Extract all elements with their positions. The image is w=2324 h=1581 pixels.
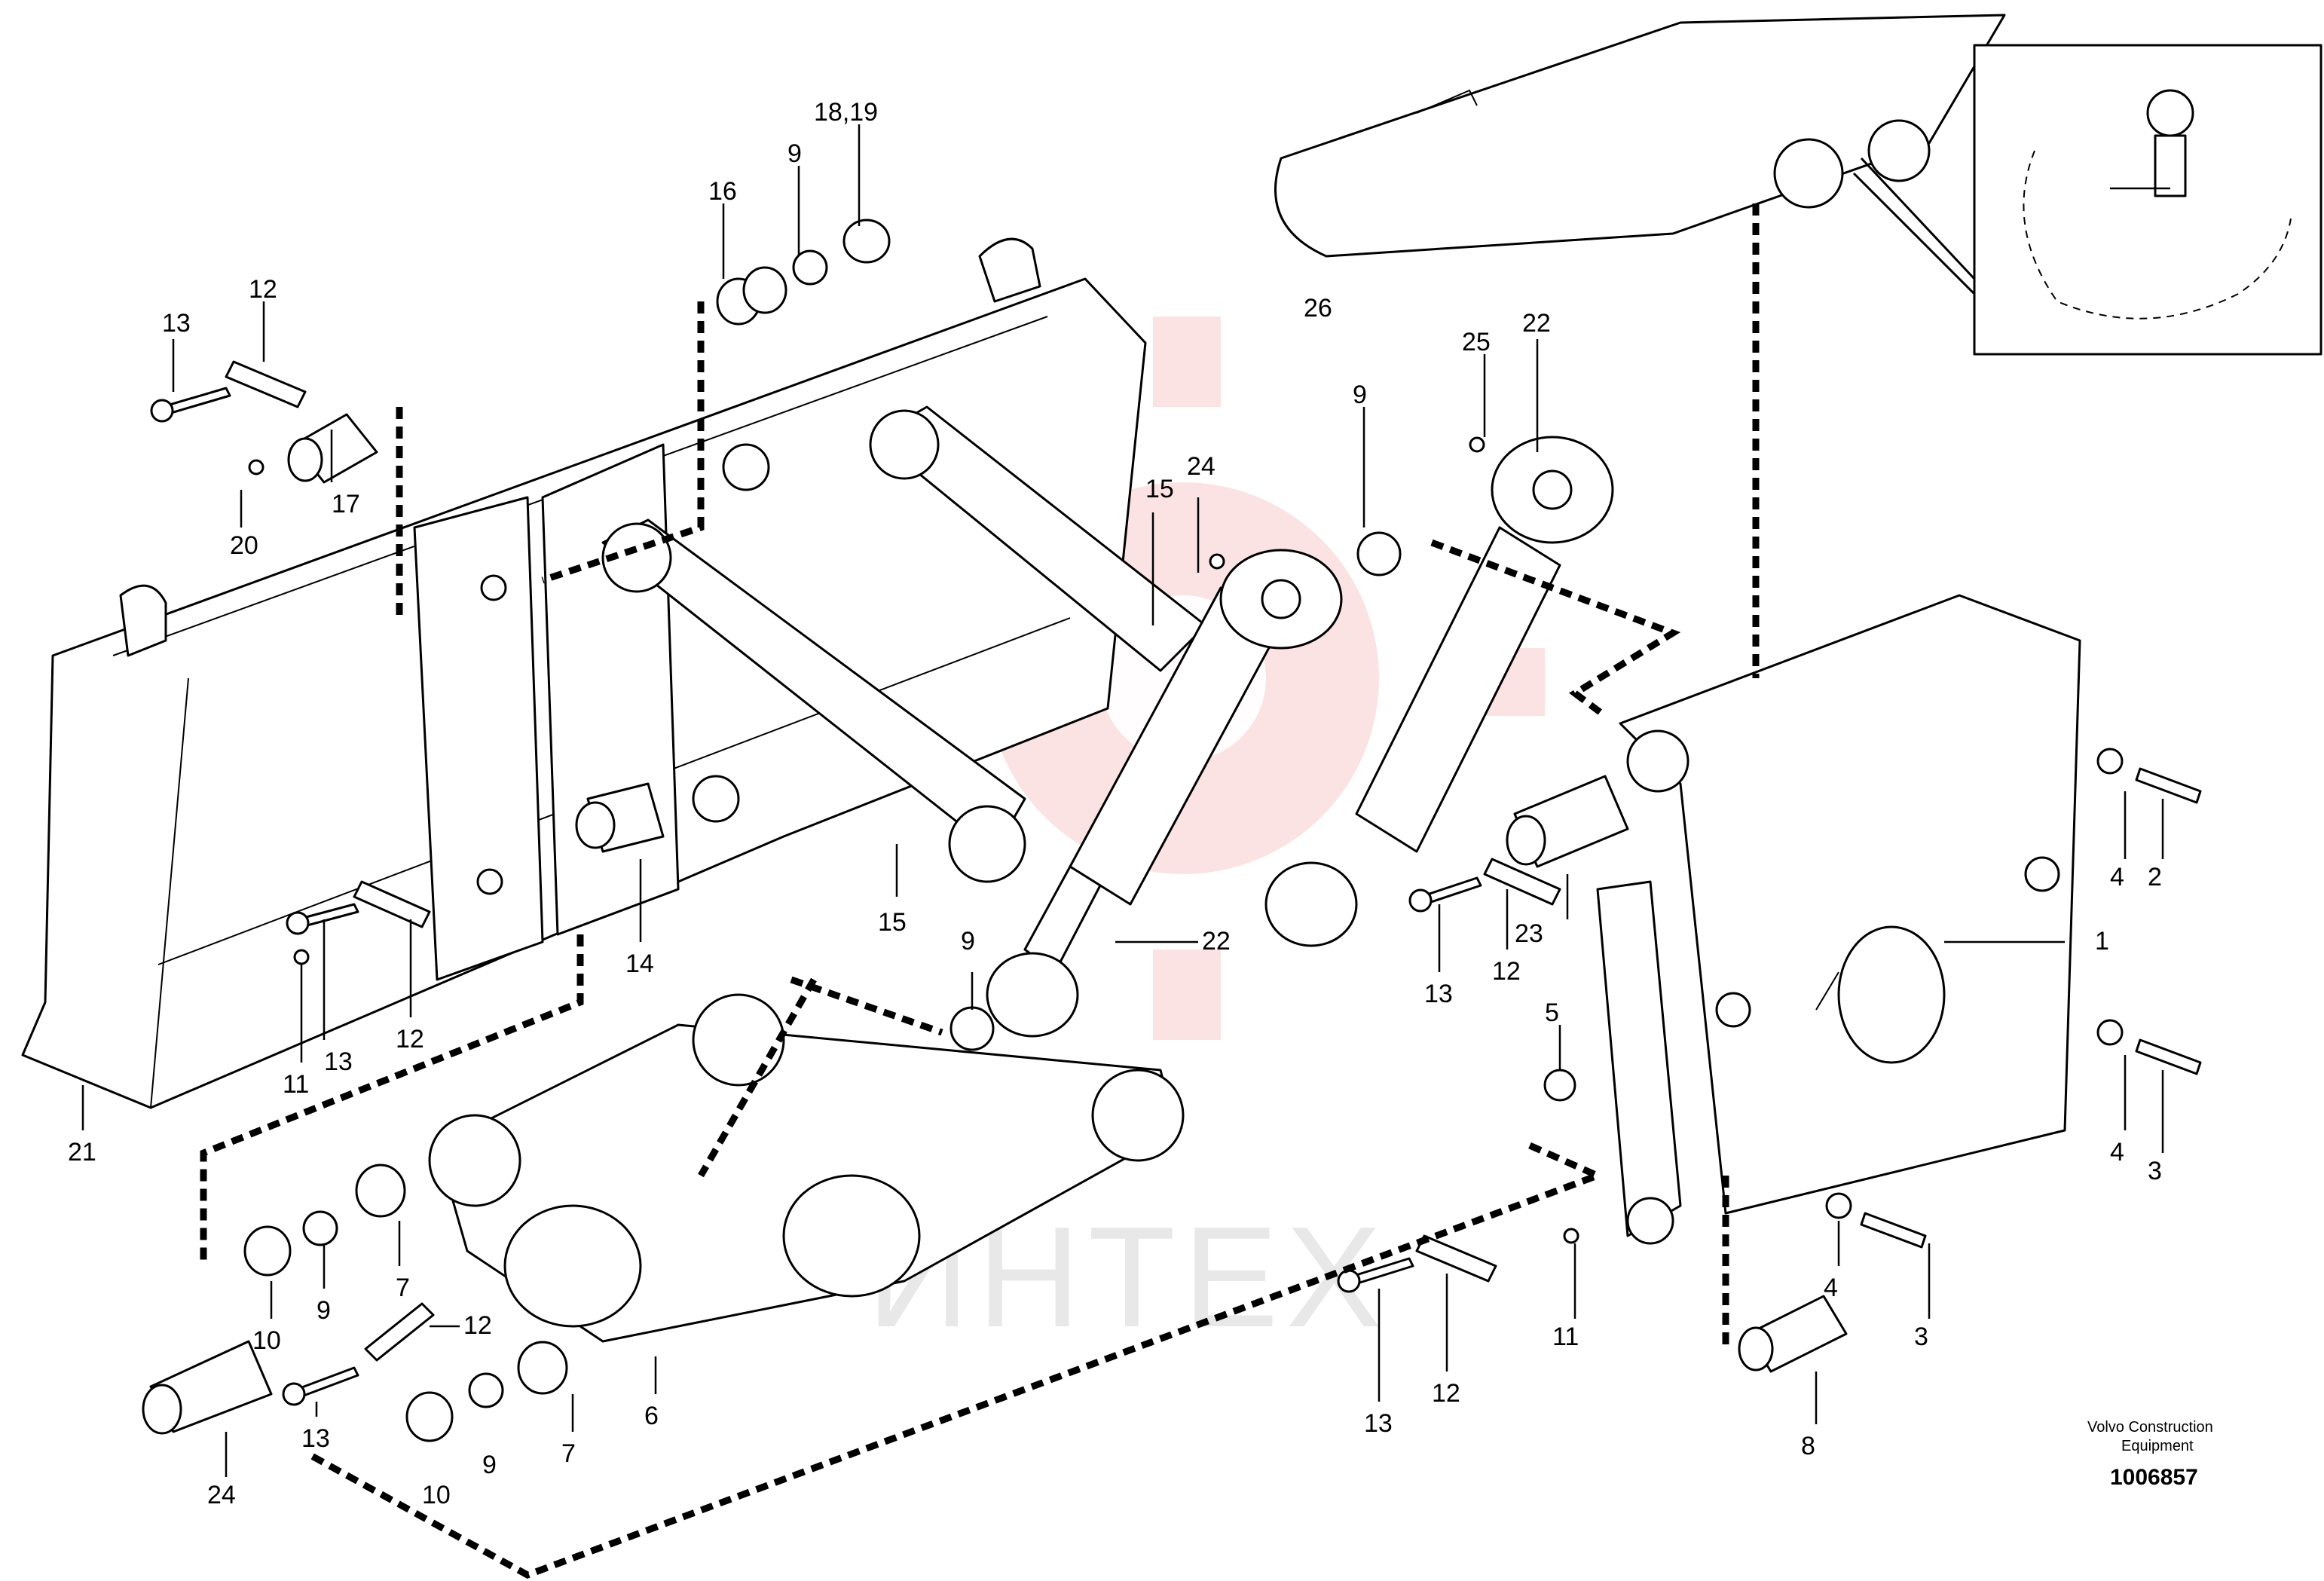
callout-11: 11 xyxy=(283,1070,309,1099)
callout-21: 21 xyxy=(68,1138,96,1167)
bolt-13-c xyxy=(1408,876,1482,913)
washer-bolt-set-right-low xyxy=(1825,1192,1927,1249)
callout-22: 22 xyxy=(1202,927,1231,956)
callout-10: 10 xyxy=(252,1326,281,1355)
detail-inset xyxy=(1852,44,2322,356)
washer-5 xyxy=(1543,1069,1576,1102)
callout-6: 6 xyxy=(644,1402,659,1430)
bolt-13-b xyxy=(286,903,359,935)
credit-line-2: Equipment xyxy=(2121,1438,2194,1454)
callout-23: 24 xyxy=(207,1481,236,1509)
coupler-frame-part xyxy=(428,993,1185,1343)
assembly-path-lines xyxy=(200,203,1760,1579)
left-bushing-washer-set xyxy=(243,1164,406,1277)
callout-12: 12 xyxy=(249,275,277,304)
callout-12: 12 xyxy=(396,1025,424,1053)
callout-labels: 13 12 17 20 16 9 18,19 26 24 15 9 25 22 … xyxy=(68,98,2162,1509)
pin-17 xyxy=(287,413,378,484)
callout-17: 17 xyxy=(332,490,360,518)
callout-4: 4 xyxy=(2110,1138,2124,1167)
callout-9: 9 xyxy=(316,1296,331,1325)
credit-line-1: Volvo Construction xyxy=(2087,1419,2213,1436)
callout-9: 9 xyxy=(482,1451,497,1479)
grease-nipple-20 xyxy=(248,459,265,476)
callout-9: 9 xyxy=(961,927,975,956)
callout-15: 15 xyxy=(878,908,907,937)
document-number: 1006857 xyxy=(2110,1465,2198,1490)
callout-24: 24 xyxy=(1187,452,1216,481)
bucket-part xyxy=(21,237,1147,1109)
callout-4: 4 xyxy=(2110,863,2124,891)
pin-23-a xyxy=(1506,775,1629,868)
pin-23-b xyxy=(142,1340,273,1435)
callout-11: 11 xyxy=(1552,1323,1579,1351)
pin-8 xyxy=(1738,1295,1848,1373)
plate-12-e xyxy=(364,1302,435,1362)
washer-bolt-set-right-mid xyxy=(2096,1019,2202,1075)
grease-nipple-24-b xyxy=(1469,436,1485,453)
callout-12: 12 xyxy=(1492,957,1521,986)
washer-9-a xyxy=(792,249,828,286)
link-arm-part xyxy=(601,405,1207,883)
callout-3: 3 xyxy=(1914,1323,1928,1351)
callout-13: 13 xyxy=(162,309,191,338)
hydraulic-cylinder-part xyxy=(986,436,1614,1038)
callout-18-19: 18,19 xyxy=(814,98,878,127)
washer-9-b xyxy=(1356,531,1402,576)
callout-1: 1 xyxy=(2095,927,2109,956)
callout-9: 9 xyxy=(787,139,802,168)
plate-12-a xyxy=(225,360,307,408)
callout-25: 26 xyxy=(1304,294,1332,323)
callout-5: 5 xyxy=(1545,998,1559,1027)
bolt-13-d xyxy=(1337,1257,1414,1293)
callout-22: 22 xyxy=(1522,309,1551,338)
callout-7: 7 xyxy=(561,1439,576,1468)
callout-13: 13 xyxy=(1424,980,1453,1008)
callout-13: 13 xyxy=(301,1424,330,1453)
callout-16: 16 xyxy=(708,177,737,206)
callout-3: 3 xyxy=(2148,1157,2162,1185)
pin-14 xyxy=(575,782,665,853)
callout-12: 12 xyxy=(463,1311,492,1340)
washer-9-c xyxy=(949,1006,995,1051)
callout-23: 23 xyxy=(1515,919,1543,948)
callout-13: 13 xyxy=(1364,1409,1393,1438)
callout-leaders xyxy=(81,124,2170,1477)
callout-13: 13 xyxy=(324,1047,353,1076)
plate-12-c xyxy=(1483,858,1561,906)
callout-4: 4 xyxy=(1824,1274,1838,1302)
washer-18-19 xyxy=(842,219,891,264)
cover-plate-part xyxy=(1274,14,2006,258)
grease-nipple-11-a xyxy=(293,949,310,965)
callout-15: 15 xyxy=(1145,475,1174,503)
plate-12-b xyxy=(353,880,431,928)
callout-12: 12 xyxy=(1432,1379,1460,1408)
mounting-plate-part xyxy=(1596,594,2081,1245)
callout-20: 20 xyxy=(230,531,258,560)
bolt-13-e xyxy=(282,1366,359,1406)
grease-nipple-24-a xyxy=(1209,553,1225,570)
callout-2: 2 xyxy=(2148,863,2162,891)
callout-7: 7 xyxy=(396,1274,410,1302)
callout-14: 14 xyxy=(625,950,654,978)
callout-9: 9 xyxy=(1353,381,1367,409)
bushing-16 xyxy=(716,266,787,326)
washer-bolt-set-right-top xyxy=(2096,748,2202,804)
callout-8: 8 xyxy=(1801,1432,1815,1460)
callout-10: 10 xyxy=(422,1481,451,1509)
grease-nipple-11-b xyxy=(1563,1228,1579,1244)
lower-bushing-washer-set xyxy=(405,1341,568,1442)
callout-24: 25 xyxy=(1462,328,1491,356)
plate-12-d xyxy=(1415,1234,1497,1283)
bolt-13-a xyxy=(150,387,231,423)
